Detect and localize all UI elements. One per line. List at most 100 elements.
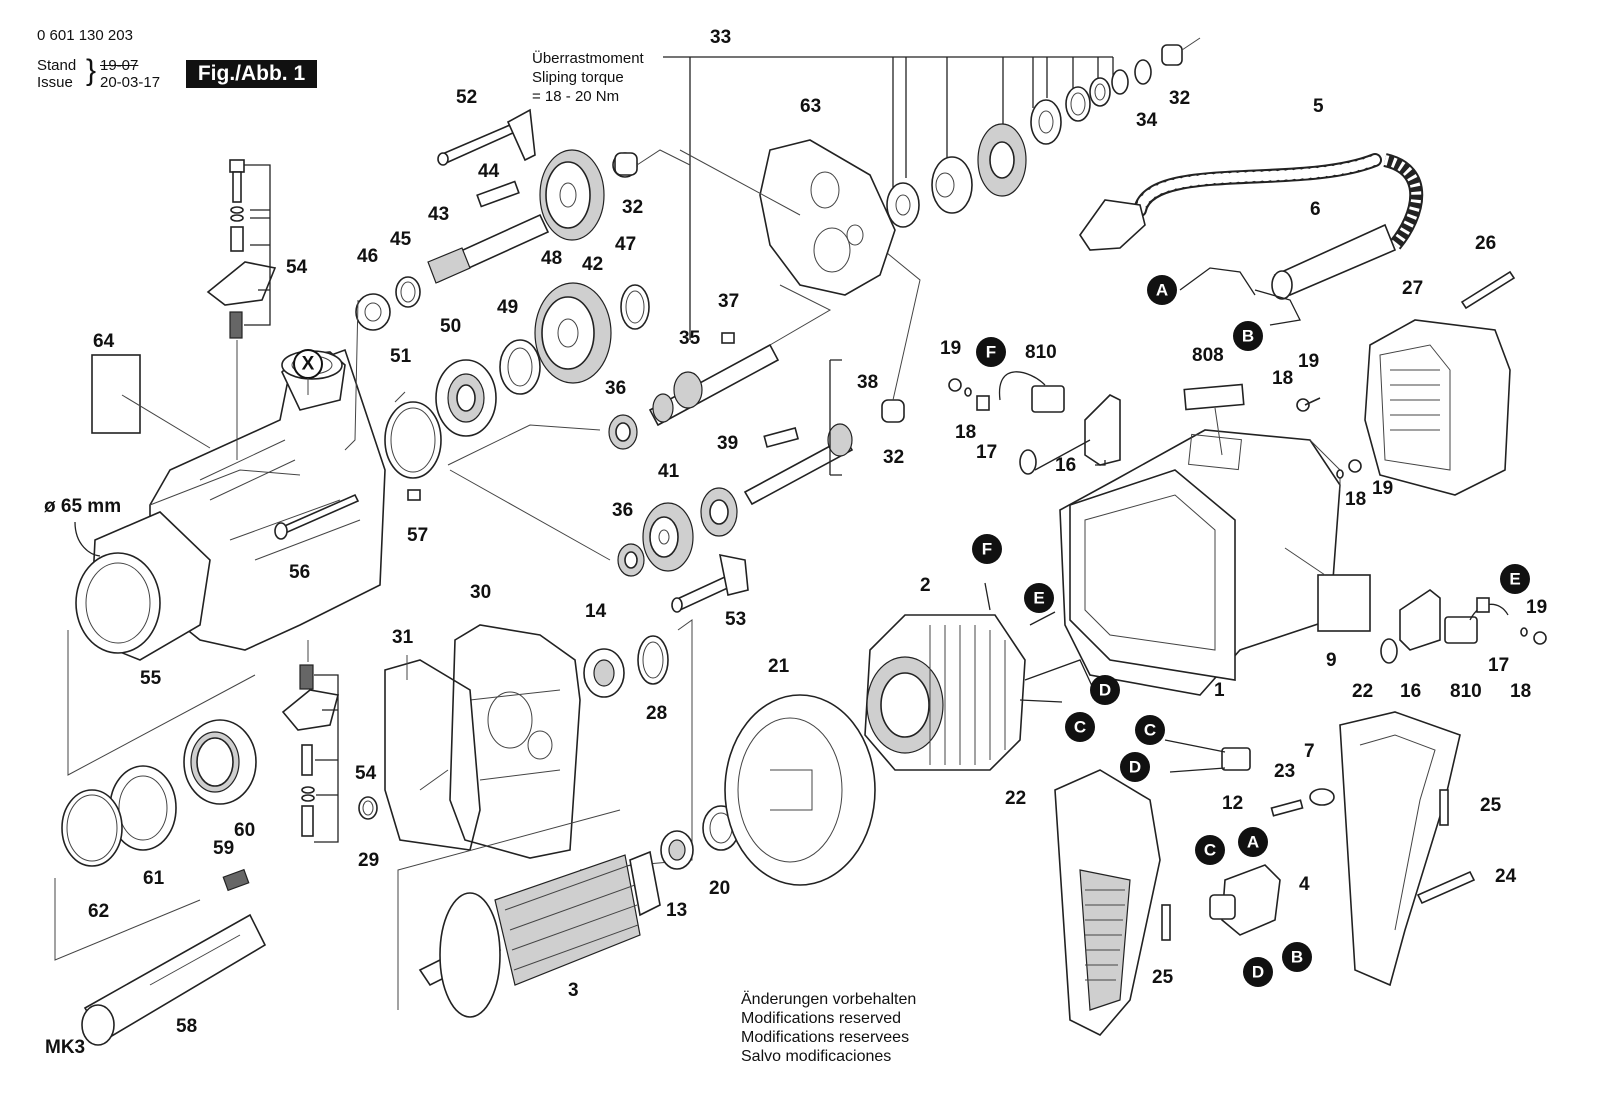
callout-52: 52 [456, 87, 477, 108]
carbon-brush-12 [1221, 747, 1251, 771]
switch-4 [1209, 864, 1281, 936]
callout-45: 45 [390, 229, 412, 250]
callout-43: 43 [428, 204, 449, 225]
end-cover-27 [1364, 319, 1511, 496]
callout-25: 25 [1152, 967, 1174, 988]
callout-23: 23 [1274, 761, 1295, 782]
callout-810: 810 [1025, 342, 1057, 363]
callout-12: 12 [1222, 793, 1243, 814]
x-marker-text: X [302, 354, 315, 375]
taper-label: MK3 [45, 1037, 85, 1058]
callout-3: 3 [568, 980, 579, 1001]
callout-810: 810 [1450, 681, 1482, 702]
connector-D: D [1099, 681, 1111, 700]
callout-22: 22 [1352, 681, 1373, 702]
clutch-stack-33 [886, 37, 1201, 228]
callout-19: 19 [940, 338, 961, 359]
shaft-35 [648, 343, 780, 427]
screw-56 [274, 493, 360, 540]
callout-50: 50 [440, 316, 461, 337]
circlip-62 [61, 789, 123, 867]
callout-61: 61 [143, 868, 165, 889]
shaft-43 [427, 180, 550, 284]
screw-set-54-bottom [281, 640, 339, 843]
callout-9: 9 [1326, 650, 1337, 671]
key-39 [763, 427, 799, 448]
callout-41: 41 [658, 461, 680, 482]
gear-41 [642, 502, 694, 572]
connector-D: D [1252, 963, 1264, 982]
gasket-31 [384, 659, 481, 851]
callout-29: 29 [358, 850, 379, 871]
callout-54: 54 [286, 257, 308, 278]
label-plate-9 [1317, 574, 1371, 632]
callout-51: 51 [390, 346, 412, 367]
callout-17: 17 [1488, 655, 1509, 676]
callout-36: 36 [605, 378, 626, 399]
torque-line-1: Überrastmoment [532, 49, 645, 67]
callout-47: 47 [615, 234, 636, 255]
callout-numbers: 33 32 34 5 63 52 44 32 43 6 26 47 46 45 … [88, 27, 1547, 1037]
gear-42 [539, 149, 605, 241]
connector-badges: A B F F E E D C C D A C B D [972, 275, 1530, 987]
connector-A: A [1156, 281, 1168, 300]
callout-64: 64 [93, 331, 115, 352]
cable-sleeve-6 [1271, 223, 1397, 300]
stand-label: Stand [37, 57, 77, 74]
handle-half-22-right [1339, 711, 1461, 987]
connector-B: B [1242, 327, 1254, 346]
callout-16: 16 [1055, 455, 1076, 476]
callout-13: 13 [666, 900, 687, 921]
gear-48 [534, 282, 612, 384]
note-line: Modifications reserved [741, 1010, 902, 1027]
note-line: Änderungen vorbehalten [741, 991, 917, 1008]
connector-C: C [1204, 841, 1216, 860]
pin-57 [407, 489, 421, 501]
callout-49: 49 [497, 297, 518, 318]
connector-C: C [1074, 718, 1086, 737]
callout-35: 35 [679, 328, 701, 349]
bushing-32-a [612, 152, 638, 178]
callout-6: 6 [1310, 199, 1321, 220]
circlip-51 [384, 401, 442, 479]
brush-holder-upper [948, 371, 1121, 475]
callout-32: 32 [883, 447, 904, 468]
brush-holder-lower [1380, 589, 1547, 664]
motor-housing-1 [1059, 429, 1341, 696]
callout-42: 42 [582, 254, 603, 275]
callout-28: 28 [646, 703, 667, 724]
callout-20: 20 [709, 878, 730, 899]
washer-18 [1336, 469, 1344, 479]
shift-lever-53 [671, 553, 749, 613]
callout-58: 58 [176, 1016, 197, 1037]
washer-49 [499, 339, 541, 395]
callout-59: 59 [213, 838, 234, 859]
key-44 [476, 180, 520, 208]
handle-half-22-left [1054, 769, 1161, 1036]
callout-54: 54 [355, 763, 377, 784]
connector-F: F [986, 343, 996, 362]
circlip-34 [1134, 59, 1152, 85]
screw-19-a [1296, 398, 1310, 412]
bearing-50 [435, 359, 497, 437]
callout-38: 38 [857, 372, 878, 393]
callout-22: 22 [1005, 788, 1026, 809]
bearing-46 [355, 293, 391, 331]
callout-34: 34 [1136, 110, 1158, 131]
key-59 [222, 868, 250, 892]
callout-30: 30 [470, 582, 491, 603]
callout-16: 16 [1400, 681, 1421, 702]
screw-25-a [1439, 789, 1449, 826]
callout-2: 2 [920, 575, 931, 596]
callout-55: 55 [140, 668, 162, 689]
connector-D: D [1129, 758, 1141, 777]
callout-19: 19 [1526, 597, 1547, 618]
screw-26 [1460, 270, 1516, 310]
bushing-32-c [1161, 44, 1183, 66]
callout-31: 31 [392, 627, 414, 648]
modification-notes: Änderungen vorbehalten Modifications res… [741, 990, 916, 1066]
callout-32: 32 [622, 197, 643, 218]
callout-56: 56 [289, 562, 310, 583]
screw-19-b [1348, 459, 1362, 473]
callout-4: 4 [1299, 874, 1310, 895]
